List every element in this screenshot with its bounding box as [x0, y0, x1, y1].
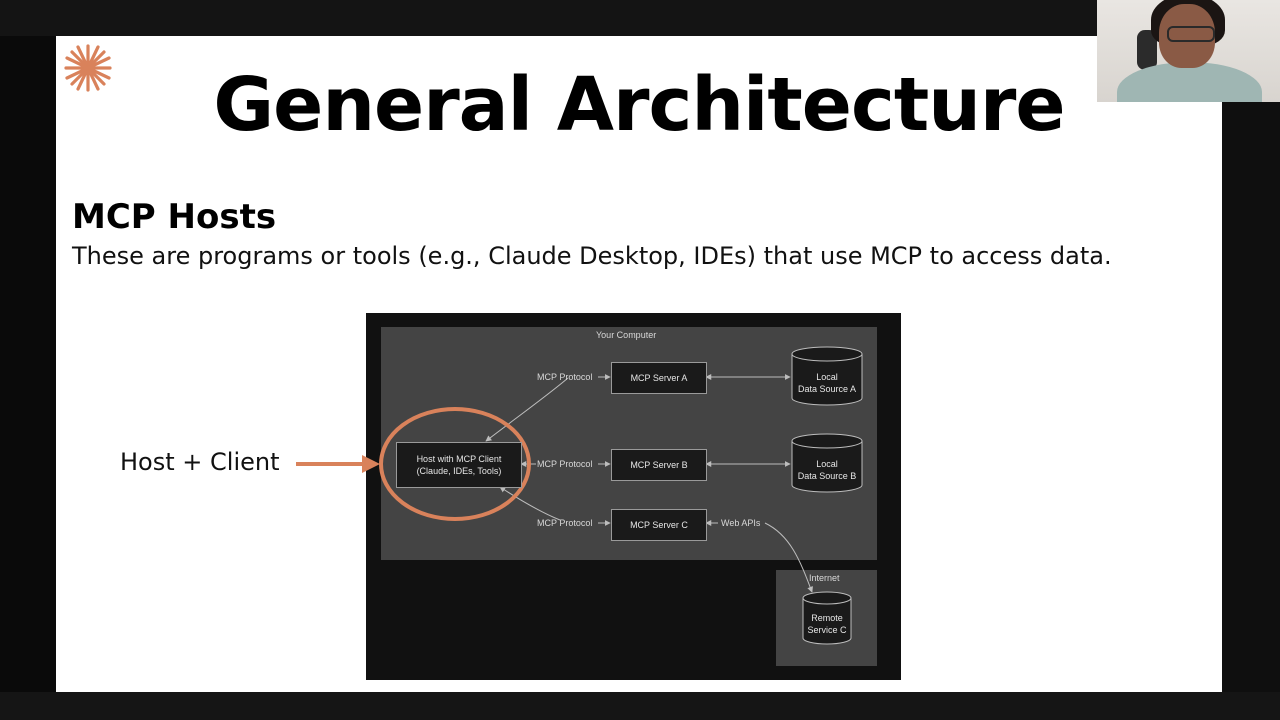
asterisk-star-icon [64, 44, 112, 92]
slide-title: General Architecture [213, 62, 1065, 148]
webcam-shoulders [1117, 62, 1262, 102]
data-source-a-label: Local Data Source A [792, 371, 862, 395]
webcam-glasses [1167, 26, 1215, 42]
left-letterbox [0, 0, 56, 720]
remote-line-2: Service C [807, 625, 847, 635]
host-client-annotation: Host + Client [120, 448, 280, 476]
protocol-label-b: MCP Protocol [537, 459, 593, 469]
data-source-b-label: Local Data Source B [792, 458, 862, 482]
section-description: These are programs or tools (e.g., Claud… [72, 242, 1112, 270]
host-line-1: Host with MCP Client [416, 454, 502, 464]
mcp-server-c-box: MCP Server C [611, 509, 707, 541]
top-letterbox [0, 0, 1280, 36]
data-source-b-line-1: Local [816, 459, 838, 469]
section-heading: MCP Hosts [72, 197, 277, 237]
remote-service-label: Remote Service C [803, 612, 851, 636]
bottom-letterbox [0, 692, 1280, 720]
right-letterbox [1222, 0, 1280, 720]
data-source-a-line-2: Data Source A [797, 384, 857, 394]
protocol-label-c: MCP Protocol [537, 518, 593, 528]
host-line-2: (Claude, IDEs, Tools) [416, 466, 502, 476]
presenter-webcam [1097, 0, 1280, 102]
host-with-mcp-client-box: Host with MCP Client (Claude, IDEs, Tool… [396, 442, 522, 488]
internet-label: Internet [809, 573, 840, 583]
data-source-a-line-1: Local [816, 372, 838, 382]
data-source-b-line-2: Data Source B [797, 471, 857, 481]
remote-line-1: Remote [811, 613, 843, 623]
web-apis-label: Web APIs [721, 518, 761, 528]
webcam-chair [1137, 30, 1157, 70]
mcp-server-b-box: MCP Server B [611, 449, 707, 481]
mcp-server-a-box: MCP Server A [611, 362, 707, 394]
your-computer-label: Your Computer [596, 330, 657, 340]
protocol-label-a: MCP Protocol [537, 372, 593, 382]
